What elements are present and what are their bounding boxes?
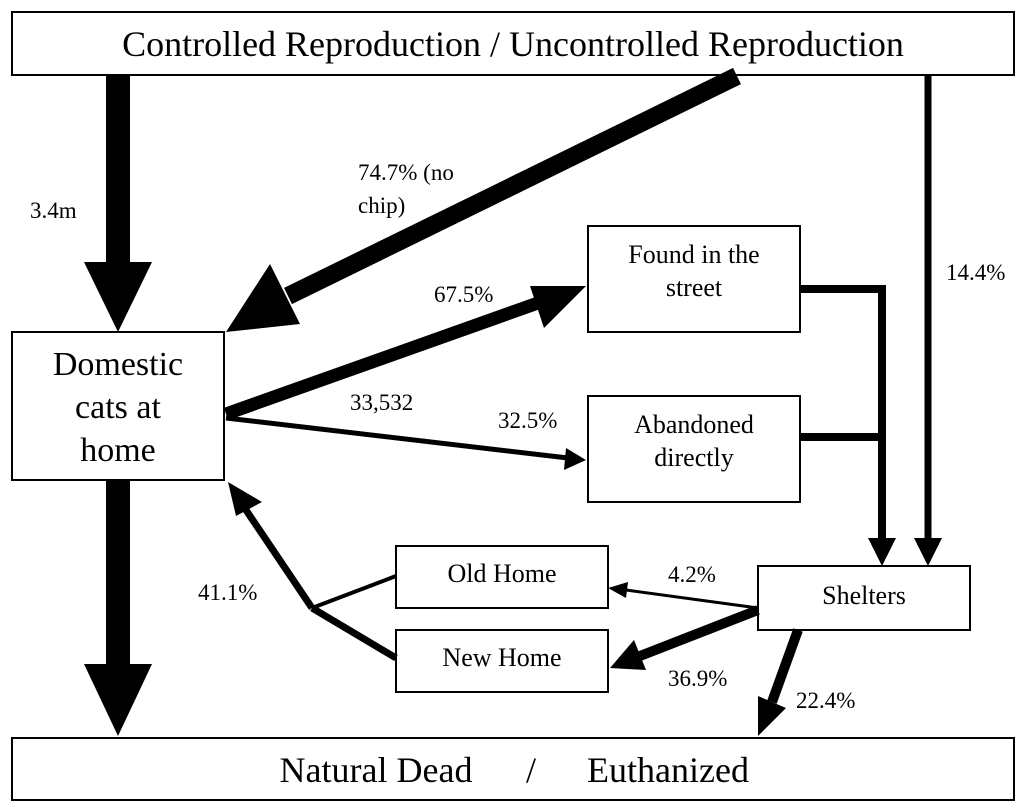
domestic-to-found-arrow — [223, 286, 586, 421]
flow-label-shelters-new-home: 36.9% — [668, 666, 727, 691]
shelters-label: Shelters — [822, 581, 906, 610]
repro-to-domestic-arrow — [84, 75, 152, 332]
shelters-to-old-home-arrow — [608, 582, 759, 610]
nochip-to-domestic-arrow — [226, 67, 741, 332]
outcome-label-right: Euthanized — [587, 750, 749, 790]
abandoned-label-line2: directly — [654, 443, 733, 472]
flow-label-domestic-abandoned: 32.5% — [498, 408, 557, 433]
shelters-box — [757, 565, 971, 631]
shelters-to-new-home-arrow — [610, 605, 760, 670]
found-label-line2: street — [666, 273, 723, 302]
outcome-label-left: Natural Dead — [280, 750, 473, 790]
flow-label-homes-domestic: 41.1% — [198, 580, 257, 605]
old-home-label: Old Home — [447, 559, 556, 588]
shelters-to-outcome-arrow — [758, 628, 803, 736]
abandoned-label-line1: Abandoned — [634, 410, 754, 439]
flow-label-repro-domestic: 3.4m — [30, 198, 77, 223]
flow-label-nochip-line2: chip) — [358, 193, 405, 218]
domestic-label-line1: Domestic — [53, 346, 183, 383]
found-label-line1: Found in the — [628, 240, 759, 269]
flow-label-domestic-found: 67.5% — [434, 282, 493, 307]
reproduction-box — [11, 11, 1015, 76]
new-home-box — [395, 629, 609, 693]
domestic-label-line2: cats at — [75, 389, 161, 426]
domestic-label-line3: home — [80, 432, 156, 469]
old-home-box — [395, 545, 609, 609]
reproduction-label: Controlled Reproduction / Uncontrolled R… — [122, 24, 904, 64]
new-home-label: New Home — [442, 643, 561, 672]
domestic-to-outcome-arrow — [84, 480, 152, 736]
domestic-cats-box — [11, 331, 225, 481]
flow-label-repro-shelters: 14.4% — [946, 260, 1005, 285]
outcome-label-separator: / — [526, 750, 536, 790]
street-to-shelters-arrow — [800, 285, 896, 566]
flow-label-nochip-line1: 74.7% (no — [358, 160, 454, 185]
abandoned-directly-box — [587, 395, 801, 503]
outcome-box — [11, 737, 1015, 801]
flow-label-shelters-old-home: 4.2% — [668, 562, 716, 587]
homes-to-domestic-arrow — [228, 482, 398, 662]
domestic-to-abandoned-arrow — [225, 415, 586, 470]
repro-to-shelters-arrow — [914, 75, 942, 566]
found-in-street-box — [587, 225, 801, 333]
flow-label-shelters-outcome: 22.4% — [796, 688, 855, 713]
flow-label-domestic-count: 33,532 — [350, 390, 413, 415]
